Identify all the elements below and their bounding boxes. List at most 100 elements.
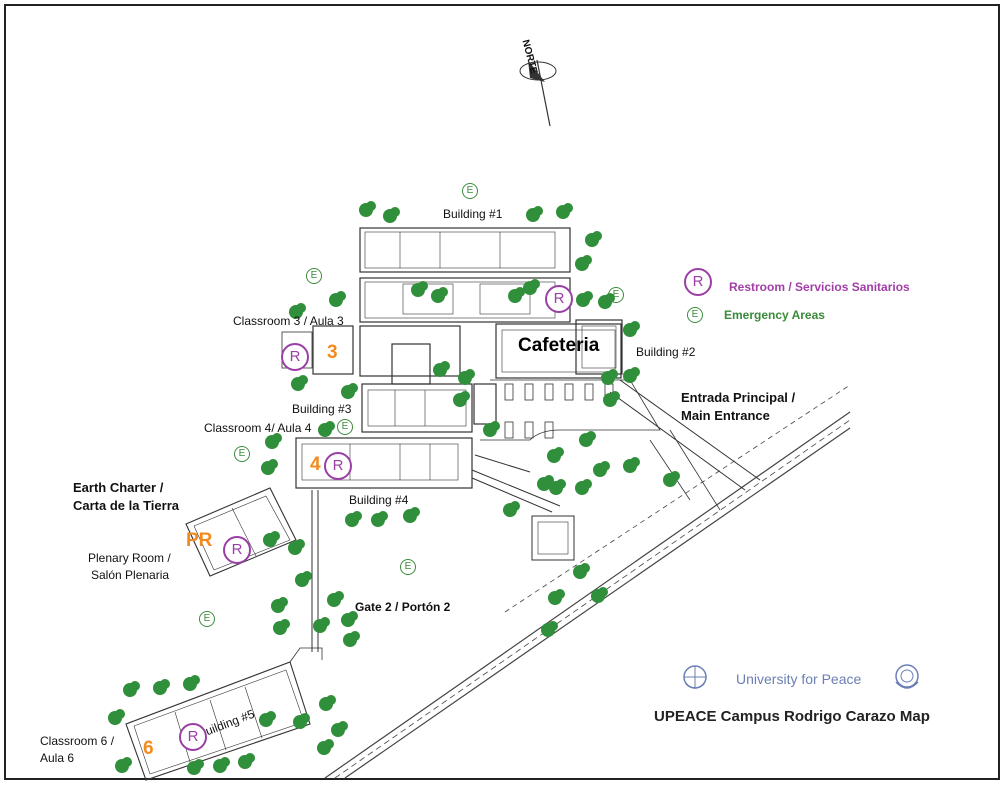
tree-icon: [440, 361, 450, 371]
tree-icon: [533, 206, 543, 216]
tree-icon: [320, 617, 330, 627]
classroom-3-label: Classroom 3 / Aula 3: [233, 314, 344, 328]
upeace-logo-icon: [683, 665, 707, 689]
tree-icon: [298, 375, 308, 385]
tree-icon: [160, 679, 170, 689]
tree-icon: [630, 457, 640, 467]
tree-icon: [302, 571, 312, 581]
tree-icon: [544, 475, 554, 485]
emergency-marker-icon: E: [608, 287, 624, 303]
tree-icon: [348, 383, 358, 393]
tree-icon: [272, 433, 282, 443]
restroom-marker-icon: R: [545, 285, 573, 313]
tree-icon: [266, 711, 276, 721]
tree-icon: [338, 721, 348, 731]
building-3-outline: [361, 383, 497, 433]
tree-icon: [130, 681, 140, 691]
north-arrow-icon: [519, 59, 557, 127]
entrance-road: [609, 379, 761, 511]
restroom-marker-icon: R: [223, 536, 251, 564]
tree-icon: [556, 479, 566, 489]
legend-emergency-text: Emergency Areas: [724, 308, 825, 322]
tree-icon: [418, 281, 428, 291]
map-frame: [4, 4, 1000, 780]
tree-icon: [490, 421, 500, 431]
tree-icon: [325, 421, 335, 431]
tree-icon: [592, 231, 602, 241]
organization-name: University for Peace: [736, 671, 862, 687]
building-3-label: Building #3: [292, 402, 352, 416]
tree-icon: [460, 391, 470, 401]
tree-icon: [410, 507, 420, 517]
plenary-building-outline: [185, 487, 297, 577]
tree-icon: [190, 675, 200, 685]
tree-icon: [336, 291, 346, 301]
room-number-4: 4: [310, 454, 321, 475]
tree-icon: [510, 501, 520, 511]
tree-icon: [366, 201, 376, 211]
un-emblem-icon: [895, 664, 919, 689]
tree-icon: [270, 531, 280, 541]
room-number-plenary: PR: [186, 530, 213, 551]
trees: [108, 201, 680, 775]
building-1-outline: [359, 227, 571, 385]
tree-icon: [583, 291, 593, 301]
tree-icon: [563, 203, 573, 213]
restroom-marker-icon: R: [281, 343, 309, 371]
tree-icon: [600, 461, 610, 471]
legend-restroom-text: Restroom / Servicios Sanitarios: [729, 280, 910, 294]
tree-icon: [582, 479, 592, 489]
restroom-marker-icon: R: [179, 723, 207, 751]
building-2-outline: [575, 319, 623, 375]
tree-icon: [608, 369, 618, 379]
plenary-label-line1: Plenary Room /: [88, 551, 171, 565]
tree-icon: [352, 511, 362, 521]
cafeteria-outline: [495, 323, 622, 379]
tree-icon: [530, 279, 540, 289]
tree-icon: [122, 757, 132, 767]
restroom-marker-icon: R: [324, 452, 352, 480]
legend-emergency-icon: E: [687, 307, 703, 323]
tree-icon: [548, 621, 558, 631]
building-2-label: Building #2: [636, 345, 696, 359]
tree-icon: [334, 591, 344, 601]
tree-icon: [390, 207, 400, 217]
tree-icon: [348, 611, 358, 621]
tree-icon: [670, 471, 680, 481]
emergency-marker-icon: E: [462, 183, 478, 199]
building-4-label: Building #4: [349, 493, 409, 507]
tree-icon: [378, 511, 388, 521]
tree-icon: [115, 709, 125, 719]
tree-icon: [324, 739, 334, 749]
legend-restroom-icon: R: [684, 268, 712, 296]
emergency-marker-icon: E: [400, 559, 416, 575]
emergency-marker-icon: E: [306, 268, 322, 284]
tree-icon: [465, 369, 475, 379]
cafeteria-label: Cafeteria: [518, 335, 600, 356]
emergency-marker-icon: E: [234, 446, 250, 462]
map-title: UPEACE Campus Rodrigo Carazo Map: [654, 708, 930, 725]
tree-icon: [296, 303, 306, 313]
earth-charter-label-line2: Carta de la Tierra: [73, 498, 179, 513]
tree-icon: [555, 589, 565, 599]
tree-icon: [194, 759, 204, 769]
tree-icon: [598, 587, 608, 597]
gate-2-label: Gate 2 / Portón 2: [355, 600, 451, 614]
tree-icon: [295, 539, 305, 549]
building-1-label: Building #1: [443, 207, 503, 221]
tree-icon: [586, 431, 596, 441]
emergency-marker-icon: E: [199, 611, 215, 627]
tree-icon: [554, 447, 564, 457]
tree-icon: [280, 619, 290, 629]
tree-icon: [438, 287, 448, 297]
tree-icon: [580, 563, 590, 573]
tree-icon: [582, 255, 592, 265]
room-number-3: 3: [327, 342, 338, 363]
earth-charter-label-line1: Earth Charter /: [73, 480, 164, 495]
tree-icon: [610, 391, 620, 401]
tree-icon: [300, 713, 310, 723]
room-number-6: 6: [143, 738, 154, 759]
main-entrance-label-line2: Main Entrance: [681, 408, 770, 423]
tree-icon: [245, 753, 255, 763]
